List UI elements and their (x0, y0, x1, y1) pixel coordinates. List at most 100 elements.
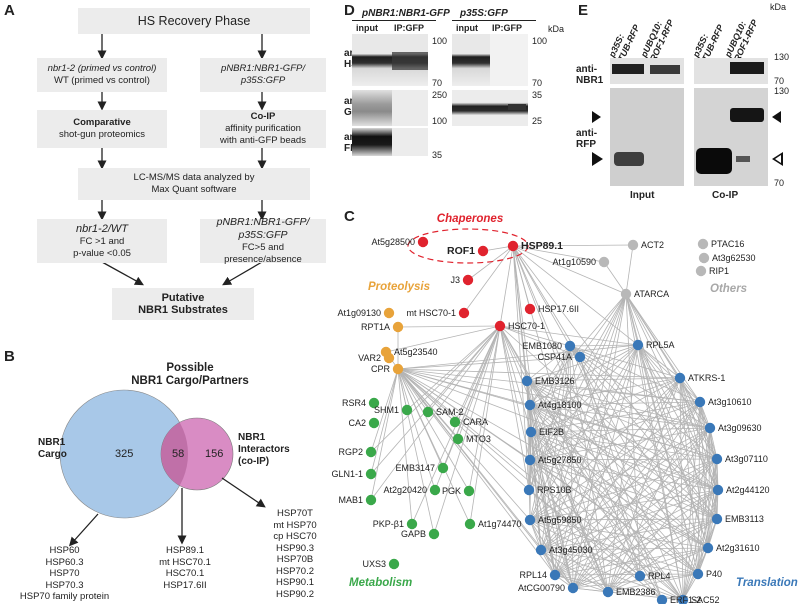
node-pgk (463, 485, 475, 497)
right-genotype-line1: pNBR1:NBR1-GFP/ (221, 63, 305, 74)
node-label-at1g09130: At1g09130 (337, 308, 381, 318)
network-edge (625, 293, 711, 429)
network-edge (554, 344, 639, 576)
interactors-name-l2: Interactors (238, 444, 290, 455)
node-label-emb1080: EMB1080 (522, 341, 562, 351)
node-label-cara: CARA (463, 417, 488, 427)
group-metabolism: Metabolism (349, 577, 412, 589)
network-edge (512, 244, 634, 247)
node-emb3147 (437, 462, 449, 474)
network-edge (529, 404, 719, 491)
node-at5g27850 (524, 454, 536, 466)
node-at1g09130 (383, 307, 395, 319)
e-m70a: 70 (774, 76, 785, 86)
network-edge (499, 325, 718, 520)
network-edge (526, 377, 681, 382)
network-edge (397, 368, 701, 403)
list-right-item: HSP70B (276, 554, 314, 565)
node-label-csp41a: CSP41A (537, 352, 572, 362)
node-label-pgk: PGK (442, 486, 461, 496)
network-edge (572, 344, 639, 589)
node-gln1-1 (365, 468, 377, 480)
network-edge (526, 345, 571, 382)
panel-e-label: E (578, 2, 589, 19)
proteomics-title: Comparative (73, 117, 131, 128)
network-edge (554, 377, 681, 576)
group-others: Others (710, 283, 747, 295)
venn-title-line1: Possible (166, 362, 214, 374)
network-edge (468, 325, 501, 492)
node-at4g18100 (524, 399, 536, 411)
network-edge (637, 344, 718, 460)
node-at3g09630 (704, 422, 716, 434)
group-chaperones: Chaperones (437, 213, 503, 225)
left-genotype-line2: WT (primed vs control) (54, 75, 150, 86)
network-edge (499, 325, 581, 358)
putative-line2: NBR1 Substrates (138, 304, 228, 316)
e-band-rfp-coip-faint (736, 156, 750, 162)
network-edge (529, 459, 684, 601)
network-edge (526, 380, 709, 549)
venn-diagram (59, 389, 266, 547)
coip-result-line2: p35S:GFP (238, 229, 288, 241)
coip-sub2: with anti-GFP beads (220, 135, 306, 146)
network-edge (406, 325, 501, 411)
panel-b-label: B (4, 348, 15, 365)
node-emb3126 (521, 375, 533, 387)
network-edge (397, 368, 684, 601)
d-blot-hsp90-1-ip (392, 52, 428, 70)
network-edge (529, 459, 542, 551)
network-edge (637, 344, 701, 403)
node-hsp17.6ii (524, 303, 536, 315)
network-edge (397, 368, 470, 492)
count-cargo: 325 (115, 448, 134, 460)
node-emb2386 (602, 586, 614, 598)
network-edge (529, 401, 701, 521)
network-edge (529, 345, 571, 406)
network-edge (499, 325, 532, 433)
node-label-pkp-b1: PKP-β1 (373, 519, 404, 529)
network-edge (529, 518, 718, 521)
list-mid-item: HSP17.6II (163, 579, 207, 591)
node-rps10b (523, 484, 535, 496)
node-label-atarca: ATARCA (634, 289, 669, 299)
network-edge (529, 519, 699, 575)
node-label-act2: ACT2 (641, 240, 664, 250)
node-label-rsr4: RSR4 (342, 398, 366, 408)
panel-a-arrows (97, 34, 267, 286)
d-m35b: 35 (532, 90, 543, 100)
network-edge (530, 431, 719, 491)
network-edge (370, 325, 501, 501)
coip-title: Co-IP (250, 111, 276, 122)
node-label-at1g74470: At1g74470 (478, 519, 522, 529)
d-m100c: 100 (532, 36, 548, 46)
network-edge (370, 325, 501, 453)
node-label-at2g44120: At2g44120 (726, 485, 770, 495)
d-lane-ip-2: IP:GFP (492, 23, 523, 33)
cargo-name-l1: NBR1 (38, 437, 66, 448)
network-edge (526, 380, 574, 589)
node-label-at5g27850: At5g27850 (538, 455, 582, 465)
putative-line1: Putative (161, 292, 205, 304)
network-edge (528, 489, 641, 577)
e-band-rfp-input (614, 152, 644, 166)
node-label-shm1: SHM1 (374, 405, 399, 415)
node-label-gln1-1: GLN1-1 (331, 469, 363, 479)
node-uxs3 (388, 558, 400, 570)
node-emb3113 (711, 513, 723, 525)
list-right-item: HSP90.3 (275, 542, 315, 554)
right-genotype-box: pNBR1:NBR1-GFP/p35S:GFP (200, 58, 326, 92)
network-edge (625, 293, 701, 403)
node-label-hsp89.1: HSP89.1 (521, 240, 563, 252)
network-edge (679, 377, 709, 549)
network-edge (529, 293, 627, 406)
node-p40 (692, 568, 704, 580)
node-label-atkrs-1: ATKRS-1 (688, 373, 725, 383)
node-label-mthsc70-1: mt HSC70-1 (406, 308, 456, 318)
d-kda: kDa (548, 24, 565, 34)
network-edge (569, 345, 701, 403)
list-right-item: mt HSP70 (273, 519, 317, 531)
